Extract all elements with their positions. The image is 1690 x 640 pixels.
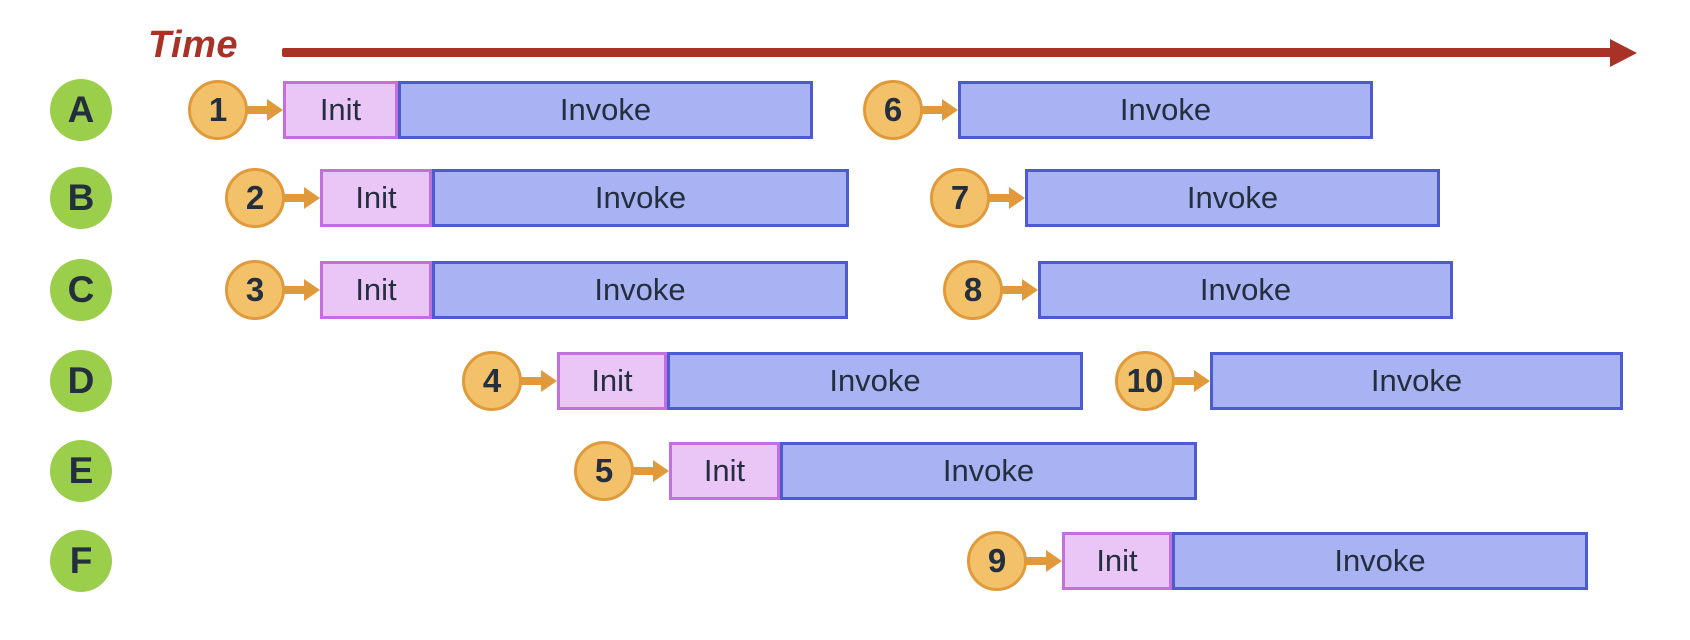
init-bar-c0: Init: [320, 261, 432, 319]
step-arrow-icon-3: [304, 279, 320, 301]
step-arrow-2: [284, 194, 306, 202]
init-bar-a0: Init: [283, 81, 398, 139]
row-badge-b: B: [50, 167, 112, 229]
step-arrow-icon-10: [1194, 370, 1210, 392]
invoke-bar-e0: Invoke: [780, 442, 1197, 500]
step-circle-2: 2: [225, 168, 285, 228]
step-circle-4: 4: [462, 351, 522, 411]
step-arrow-icon-1: [267, 99, 283, 121]
row-badge-d: D: [50, 350, 112, 412]
step-circle-1: 1: [188, 80, 248, 140]
time-axis-label: Time: [148, 24, 239, 66]
step-circle-9: 9: [967, 531, 1027, 591]
step-circle-10: 10: [1115, 351, 1175, 411]
row-badge-f: F: [50, 530, 112, 592]
step-arrow-7: [989, 194, 1011, 202]
invoke-bar-a0: Invoke: [398, 81, 813, 139]
row-badge-e: E: [50, 440, 112, 502]
step-arrow-icon-2: [304, 187, 320, 209]
invoke-bar-d1: Invoke: [1210, 352, 1623, 410]
step-circle-8: 8: [943, 260, 1003, 320]
invoke-bar-d0: Invoke: [667, 352, 1083, 410]
step-arrow-icon-8: [1022, 279, 1038, 301]
row-badge-c: C: [50, 259, 112, 321]
init-bar-b0: Init: [320, 169, 432, 227]
step-arrow-8: [1002, 286, 1024, 294]
step-arrow-icon-5: [653, 460, 669, 482]
step-arrow-10: [1174, 377, 1196, 385]
invoke-bar-f0: Invoke: [1172, 532, 1588, 590]
step-arrow-3: [284, 286, 306, 294]
step-circle-6: 6: [863, 80, 923, 140]
row-badge-a: A: [50, 79, 112, 141]
step-arrow-icon-4: [541, 370, 557, 392]
step-circle-7: 7: [930, 168, 990, 228]
time-axis-arrow-icon: [1610, 39, 1637, 67]
invoke-bar-a1: Invoke: [958, 81, 1373, 139]
step-circle-3: 3: [225, 260, 285, 320]
init-bar-f0: Init: [1062, 532, 1172, 590]
step-circle-5: 5: [574, 441, 634, 501]
invoke-bar-b1: Invoke: [1025, 169, 1440, 227]
init-bar-d0: Init: [557, 352, 667, 410]
invoke-bar-b0: Invoke: [432, 169, 849, 227]
step-arrow-9: [1026, 557, 1048, 565]
step-arrow-5: [633, 467, 655, 475]
time-axis-line: [282, 48, 1612, 57]
step-arrow-icon-9: [1046, 550, 1062, 572]
step-arrow-icon-6: [942, 99, 958, 121]
step-arrow-icon-7: [1009, 187, 1025, 209]
init-bar-e0: Init: [669, 442, 780, 500]
invoke-bar-c1: Invoke: [1038, 261, 1453, 319]
invoke-bar-c0: Invoke: [432, 261, 848, 319]
step-arrow-6: [922, 106, 944, 114]
step-arrow-1: [247, 106, 269, 114]
step-arrow-4: [521, 377, 543, 385]
